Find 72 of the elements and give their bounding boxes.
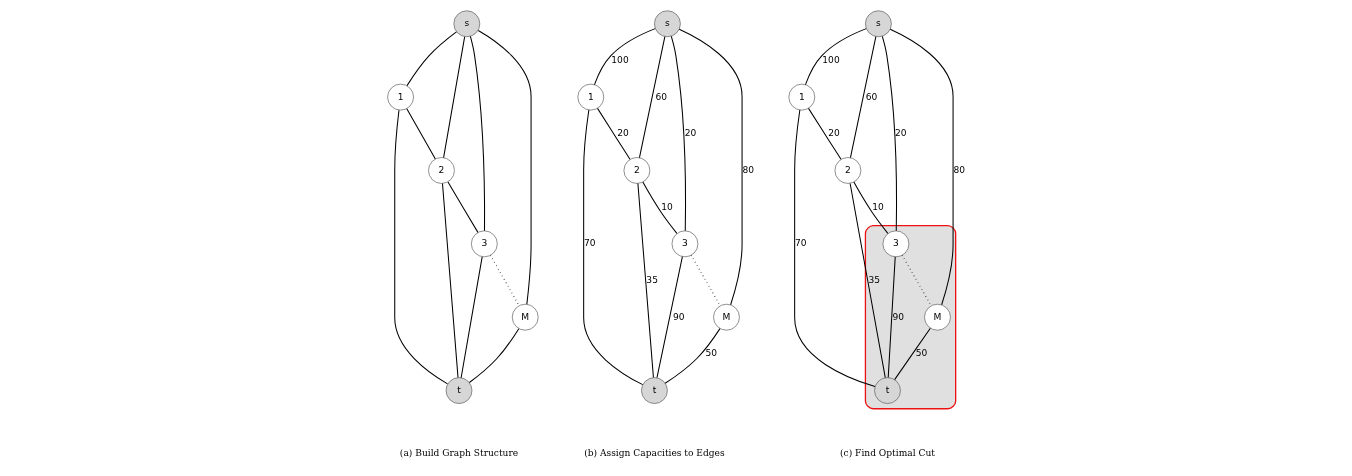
node-circle: s	[653, 10, 681, 38]
node-circle: 2	[427, 157, 455, 184]
node-circle: 1	[788, 83, 815, 111]
node-circle: 2	[623, 157, 650, 184]
edge-label: 90	[891, 311, 904, 322]
connector	[441, 183, 458, 378]
edge-label: 100	[821, 54, 840, 65]
node-circle: M	[923, 303, 951, 331]
connector	[582, 109, 643, 386]
edge-label: 100	[610, 54, 629, 65]
node-circle: s	[453, 10, 480, 38]
edge-label: 80	[741, 164, 754, 175]
connector	[655, 256, 683, 379]
connector	[664, 328, 720, 384]
connector	[893, 327, 931, 381]
connector	[889, 28, 954, 306]
node-circle: 1	[386, 83, 414, 111]
connector	[405, 108, 436, 160]
connector	[793, 109, 875, 388]
edge-label: 60	[865, 91, 877, 102]
label: (c) Find Optimal Cut	[839, 447, 935, 458]
node-circle: M	[712, 303, 740, 331]
label: (b) Assign Capacities to Edges	[583, 447, 725, 458]
connector	[807, 107, 841, 160]
node-circle: 2	[834, 157, 861, 184]
edge-label: 50	[704, 348, 717, 359]
connector	[887, 256, 896, 379]
edge-label: 20	[684, 128, 696, 139]
edge-label: 35	[867, 274, 880, 285]
label: (a) Build Graph Structure	[399, 447, 518, 458]
connector	[406, 31, 457, 87]
connector	[446, 181, 478, 233]
node-circle: 1	[577, 83, 604, 111]
edge-label: 10	[871, 201, 884, 212]
connector	[468, 328, 519, 384]
edge-label: 60	[654, 91, 667, 102]
edge-label: 20	[827, 128, 840, 139]
edge-label: 70	[794, 238, 807, 249]
connector	[638, 36, 665, 159]
connector	[678, 28, 743, 306]
edge-label: 10	[660, 201, 673, 212]
edge-label: 50	[915, 348, 927, 359]
node-circle: s	[864, 10, 892, 38]
connector	[881, 35, 897, 232]
connector	[849, 36, 876, 159]
connector	[849, 183, 886, 379]
connector	[460, 256, 483, 379]
connector	[852, 181, 888, 234]
edge-label: 20	[894, 128, 907, 139]
node-circle: M	[511, 303, 539, 331]
node-circle: t	[445, 377, 472, 404]
connector	[593, 28, 656, 86]
node-circle: t	[640, 377, 668, 404]
edge-label: 20	[616, 128, 629, 139]
node-circle: 3	[671, 230, 698, 258]
edge-label: 35	[645, 274, 658, 285]
edge-label: 90	[672, 311, 685, 322]
connector	[641, 181, 677, 234]
connector	[442, 36, 465, 159]
edge-label: 70	[583, 238, 596, 249]
connector	[596, 107, 630, 160]
connector	[670, 35, 686, 232]
connector	[393, 109, 448, 385]
node-circle: 3	[882, 230, 909, 258]
connector	[636, 183, 654, 378]
node-circle: 3	[470, 230, 498, 258]
edge-label: 80	[952, 164, 965, 175]
connector	[804, 28, 867, 86]
connector	[477, 29, 532, 305]
node-circle: t	[873, 377, 901, 404]
connector	[469, 35, 485, 232]
cluster	[864, 225, 956, 410]
